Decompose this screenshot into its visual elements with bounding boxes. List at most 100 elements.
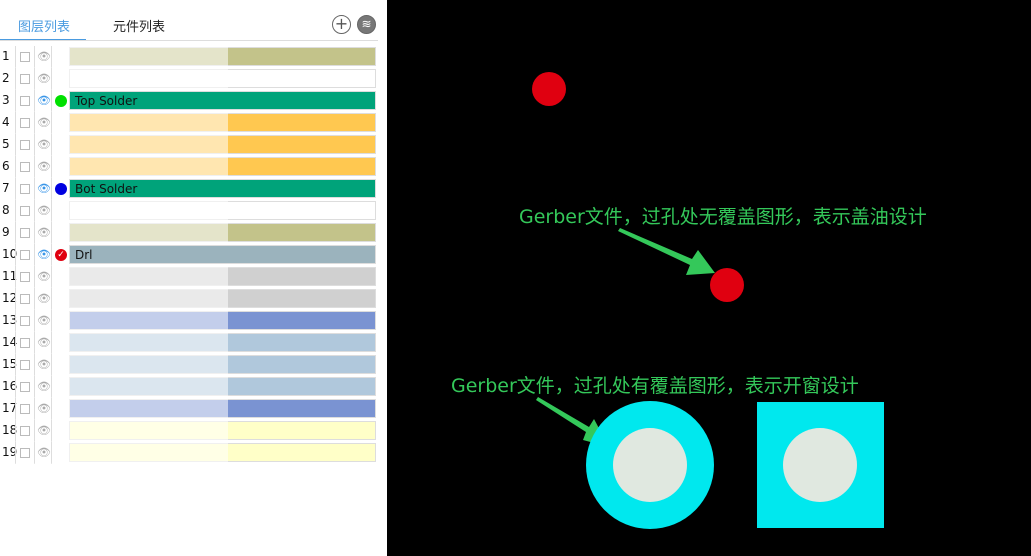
layer-checkbox[interactable] <box>20 294 30 304</box>
layer-checkbox[interactable] <box>20 404 30 414</box>
divider <box>51 112 52 134</box>
layer-row[interactable]: 6 👁 <box>0 156 378 178</box>
layer-row[interactable]: 5 👁 <box>0 134 378 156</box>
layer-color-dot[interactable] <box>55 183 67 195</box>
annotation-tented: Gerber文件，过孔处无覆盖图形，表示盖油设计 <box>519 206 927 228</box>
eye-off-icon[interactable]: 👁 <box>37 160 51 173</box>
layer-row[interactable]: 15 👁 <box>0 354 378 376</box>
divider <box>51 442 52 464</box>
layers-icon[interactable]: ≋ <box>357 15 376 34</box>
eye-off-icon[interactable]: 👁 <box>37 50 51 63</box>
layer-checkbox[interactable] <box>20 426 30 436</box>
divider <box>15 90 16 112</box>
eye-icon[interactable]: 👁 <box>37 94 51 107</box>
blurred-region <box>68 376 228 398</box>
layer-row[interactable]: 3 👁Top Solder <box>0 90 378 112</box>
divider <box>15 398 16 420</box>
divider <box>34 68 35 90</box>
eye-off-icon[interactable]: 👁 <box>37 446 51 459</box>
layer-row[interactable]: 13 👁 <box>0 310 378 332</box>
layer-number: 7 <box>2 181 10 195</box>
eye-icon[interactable]: 👁 <box>37 182 51 195</box>
eye-off-icon[interactable]: 👁 <box>37 314 51 327</box>
layer-number: 19 <box>2 445 18 459</box>
layer-checkbox[interactable] <box>20 272 30 282</box>
eye-off-icon[interactable]: 👁 <box>37 402 51 415</box>
layer-checkbox[interactable] <box>20 74 30 84</box>
layer-row[interactable]: 4 👁 <box>0 112 378 134</box>
layer-name-bar[interactable]: Drl <box>69 245 376 264</box>
divider <box>51 134 52 156</box>
layer-row[interactable]: 12 👁 <box>0 288 378 310</box>
divider <box>15 332 16 354</box>
eye-off-icon[interactable]: 👁 <box>37 358 51 371</box>
add-layer-button[interactable]: + <box>332 15 351 34</box>
eye-off-icon[interactable]: 👁 <box>37 72 51 85</box>
layer-row[interactable]: 7 👁 Bot Solder <box>0 178 378 200</box>
layer-checkbox[interactable] <box>20 52 30 62</box>
divider <box>15 200 16 222</box>
layer-row[interactable]: 8 👁 <box>0 200 378 222</box>
blurred-region <box>68 200 228 222</box>
layer-row[interactable]: 10 👁✓Drl <box>0 244 378 266</box>
layer-number: 5 <box>2 137 10 151</box>
eye-off-icon[interactable]: 👁 <box>37 380 51 393</box>
layer-checkbox[interactable] <box>20 382 30 392</box>
layer-number: 11 <box>2 269 18 283</box>
divider <box>15 244 16 266</box>
layer-row[interactable]: 14 👁 <box>0 332 378 354</box>
layer-number: 14 <box>2 335 18 349</box>
layer-row[interactable]: 9 👁 <box>0 222 378 244</box>
eye-off-icon[interactable]: 👁 <box>37 292 51 305</box>
divider <box>34 90 35 112</box>
layer-checkbox[interactable] <box>20 316 30 326</box>
eye-off-icon[interactable]: 👁 <box>37 226 51 239</box>
eye-off-icon[interactable]: 👁 <box>37 204 51 217</box>
layer-row[interactable]: 17 👁 <box>0 398 378 420</box>
layer-checkbox[interactable] <box>20 96 30 106</box>
layer-row[interactable]: 19 👁 <box>0 442 378 464</box>
blurred-region <box>68 156 228 178</box>
layer-checkbox[interactable] <box>20 360 30 370</box>
check-color-icon[interactable]: ✓ <box>55 249 67 261</box>
gerber-canvas[interactable]: Gerber文件，过孔处无覆盖图形，表示盖油设计 Gerber文件，过孔处有覆盖… <box>387 0 1031 556</box>
layer-row[interactable]: 1 👁 <box>0 46 378 68</box>
layer-row[interactable]: 16 👁 <box>0 376 378 398</box>
layer-checkbox[interactable] <box>20 338 30 348</box>
eye-off-icon[interactable]: 👁 <box>37 336 51 349</box>
layer-name-bar[interactable]: Bot Solder <box>69 179 376 198</box>
divider <box>15 178 16 200</box>
layer-checkbox[interactable] <box>20 250 30 260</box>
layer-name-bar[interactable]: Top Solder <box>69 91 376 110</box>
layer-checkbox[interactable] <box>20 184 30 194</box>
layer-color-dot[interactable] <box>55 95 67 107</box>
layer-checkbox[interactable] <box>20 206 30 216</box>
layer-checkbox[interactable] <box>20 162 30 172</box>
eye-off-icon[interactable]: 👁 <box>37 138 51 151</box>
divider <box>15 442 16 464</box>
layer-row[interactable]: 11 👁 <box>0 266 378 288</box>
eye-off-icon[interactable]: 👁 <box>37 270 51 283</box>
divider <box>51 200 52 222</box>
eye-off-icon[interactable]: 👁 <box>37 424 51 437</box>
divider <box>51 178 52 200</box>
eye-icon[interactable]: 👁 <box>37 248 51 261</box>
layer-number: 4 <box>2 115 10 129</box>
blurred-region <box>68 134 228 156</box>
eye-off-icon[interactable]: 👁 <box>37 116 51 129</box>
layer-number: 2 <box>2 71 10 85</box>
layer-checkbox[interactable] <box>20 448 30 458</box>
divider <box>51 90 52 112</box>
layer-number: 15 <box>2 357 18 371</box>
layer-checkbox[interactable] <box>20 140 30 150</box>
layer-row[interactable]: 18 👁 <box>0 420 378 442</box>
layer-checkbox[interactable] <box>20 118 30 128</box>
tab-component-list[interactable]: 元件列表 <box>113 20 166 35</box>
layer-row[interactable]: 2 👁 <box>0 68 378 90</box>
layer-number: 1 <box>2 49 10 63</box>
layer-checkbox[interactable] <box>20 228 30 238</box>
divider <box>15 288 16 310</box>
tab-layer-list[interactable]: 图层列表 <box>18 20 71 35</box>
blurred-region <box>68 68 228 90</box>
divider <box>34 244 35 266</box>
